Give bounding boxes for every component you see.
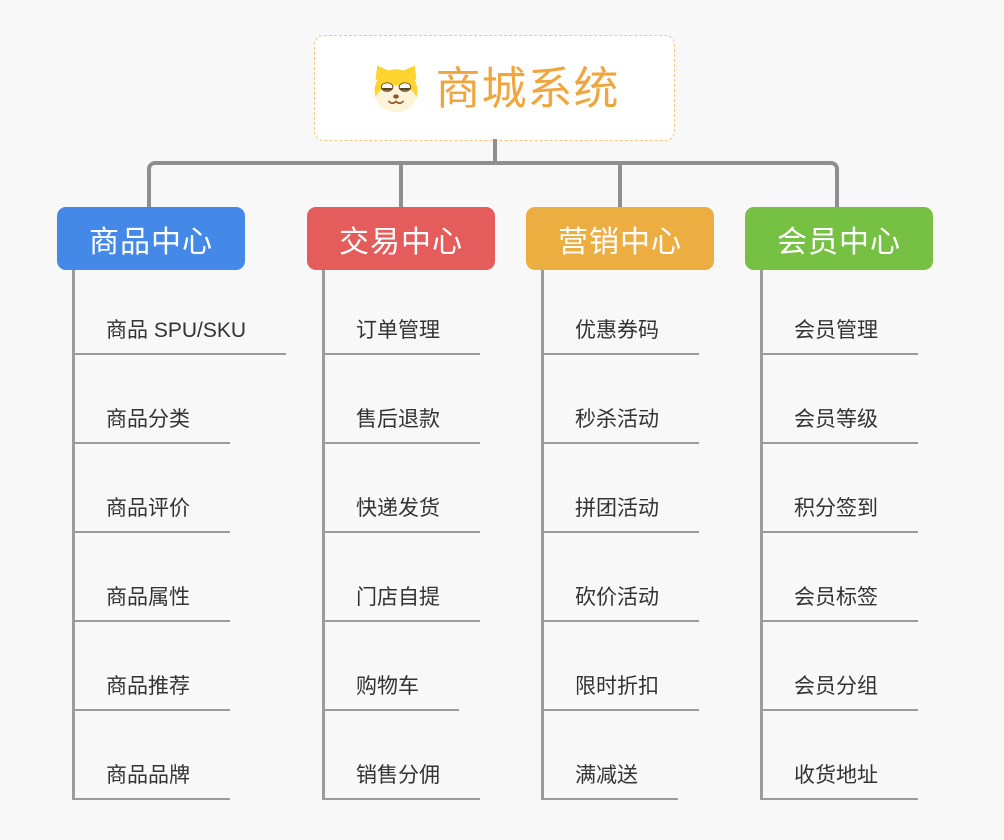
list-item: 商品评价 bbox=[72, 444, 312, 533]
list-item: 拼团活动 bbox=[541, 444, 781, 533]
list-item: 满减送 bbox=[541, 711, 781, 800]
item-label: 会员管理 bbox=[760, 314, 918, 355]
list-item: 积分签到 bbox=[760, 444, 1000, 533]
root-node: 商城系统 bbox=[314, 35, 675, 141]
branch-node-trade-center: 交易中心 bbox=[307, 207, 495, 270]
list-item: 商品品牌 bbox=[72, 711, 312, 800]
list-item: 商品 SPU/SKU bbox=[72, 266, 312, 355]
item-label: 商品属性 bbox=[72, 581, 230, 622]
list-item: 门店自提 bbox=[322, 533, 562, 622]
item-label: 购物车 bbox=[322, 670, 459, 711]
root-connector-stem bbox=[493, 139, 497, 163]
list-item: 订单管理 bbox=[322, 266, 562, 355]
item-label: 优惠券码 bbox=[541, 314, 699, 355]
list-item: 商品分类 bbox=[72, 355, 312, 444]
trunk-line bbox=[72, 266, 75, 800]
list-item: 快递发货 bbox=[322, 444, 562, 533]
branch-node-product-center: 商品中心 bbox=[57, 207, 245, 270]
list-item: 商品推荐 bbox=[72, 622, 312, 711]
list-item: 砍价活动 bbox=[541, 533, 781, 622]
branch-node-member-center: 会员中心 bbox=[745, 207, 933, 270]
list-item: 优惠券码 bbox=[541, 266, 781, 355]
item-label: 商品评价 bbox=[72, 492, 230, 533]
list-item: 会员标签 bbox=[760, 533, 1000, 622]
branch-drop-line bbox=[618, 163, 622, 210]
item-label: 会员等级 bbox=[760, 403, 918, 444]
item-label: 快递发货 bbox=[322, 492, 480, 533]
item-label: 商品 SPU/SKU bbox=[72, 314, 287, 355]
item-label: 售后退款 bbox=[322, 403, 480, 444]
list-item: 会员分组 bbox=[760, 622, 1000, 711]
branch-column-marketing: 优惠券码 秒杀活动 拼团活动 砍价活动 限时折扣 满减送 bbox=[541, 266, 781, 800]
item-label: 限时折扣 bbox=[541, 670, 699, 711]
branch-column-member: 会员管理 会员等级 积分签到 会员标签 会员分组 收货地址 bbox=[760, 266, 1000, 800]
item-label: 拼团活动 bbox=[541, 492, 699, 533]
root-title: 商城系统 bbox=[435, 62, 620, 114]
item-label: 满减送 bbox=[541, 759, 678, 800]
item-label: 商品推荐 bbox=[72, 670, 230, 711]
list-item: 商品属性 bbox=[72, 533, 312, 622]
item-label: 砍价活动 bbox=[541, 581, 699, 622]
branch-node-marketing-center: 营销中心 bbox=[526, 207, 714, 270]
item-label: 收货地址 bbox=[760, 759, 918, 800]
list-item: 限时折扣 bbox=[541, 622, 781, 711]
list-item: 会员管理 bbox=[760, 266, 1000, 355]
item-label: 秒杀活动 bbox=[541, 403, 699, 444]
branch-connector-line bbox=[147, 161, 839, 210]
item-label: 会员标签 bbox=[760, 581, 918, 622]
item-label: 积分签到 bbox=[760, 492, 918, 533]
item-label: 商品分类 bbox=[72, 403, 230, 444]
branch-column-trade: 订单管理 售后退款 快递发货 门店自提 购物车 销售分佣 bbox=[322, 266, 562, 800]
shiba-dog-icon bbox=[369, 63, 423, 113]
item-label: 会员分组 bbox=[760, 670, 918, 711]
branch-column-product: 商品 SPU/SKU 商品分类 商品评价 商品属性 商品推荐 商品品牌 bbox=[72, 266, 312, 800]
item-label: 商品品牌 bbox=[72, 759, 230, 800]
branch-drop-line bbox=[399, 163, 403, 210]
trunk-line bbox=[541, 266, 544, 800]
list-item: 售后退款 bbox=[322, 355, 562, 444]
list-item: 会员等级 bbox=[760, 355, 1000, 444]
list-item: 秒杀活动 bbox=[541, 355, 781, 444]
list-item: 收货地址 bbox=[760, 711, 1000, 800]
item-label: 门店自提 bbox=[322, 581, 480, 622]
list-item: 购物车 bbox=[322, 622, 562, 711]
trunk-line bbox=[322, 266, 325, 800]
trunk-line bbox=[760, 266, 763, 800]
list-item: 销售分佣 bbox=[322, 711, 562, 800]
item-label: 订单管理 bbox=[322, 314, 480, 355]
item-label: 销售分佣 bbox=[322, 759, 480, 800]
